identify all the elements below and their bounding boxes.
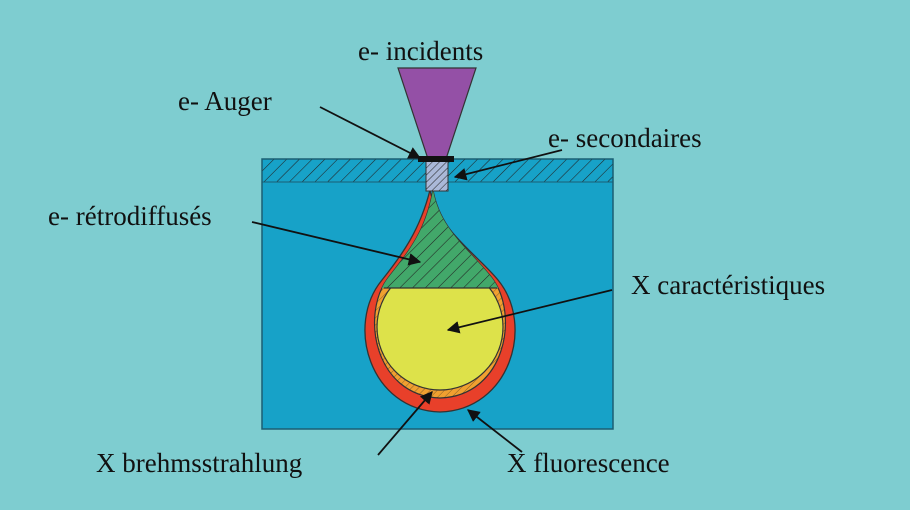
auger-arrow (320, 107, 420, 158)
label-backscattered-electrons: e- rétrodiffusés (48, 203, 212, 230)
label-characteristic-x: X caractéristiques (631, 272, 825, 299)
label-auger-electrons: e- Auger (178, 88, 272, 115)
label-fluorescence-x: X fluorescence (507, 450, 670, 477)
label-bremsstrahlung-x: X brehmsstrahlung (96, 450, 302, 477)
label-secondary-electrons: e- secondaires (548, 125, 702, 152)
label-incident-electrons: e- incidents (358, 38, 483, 65)
incident-beam (398, 68, 476, 159)
